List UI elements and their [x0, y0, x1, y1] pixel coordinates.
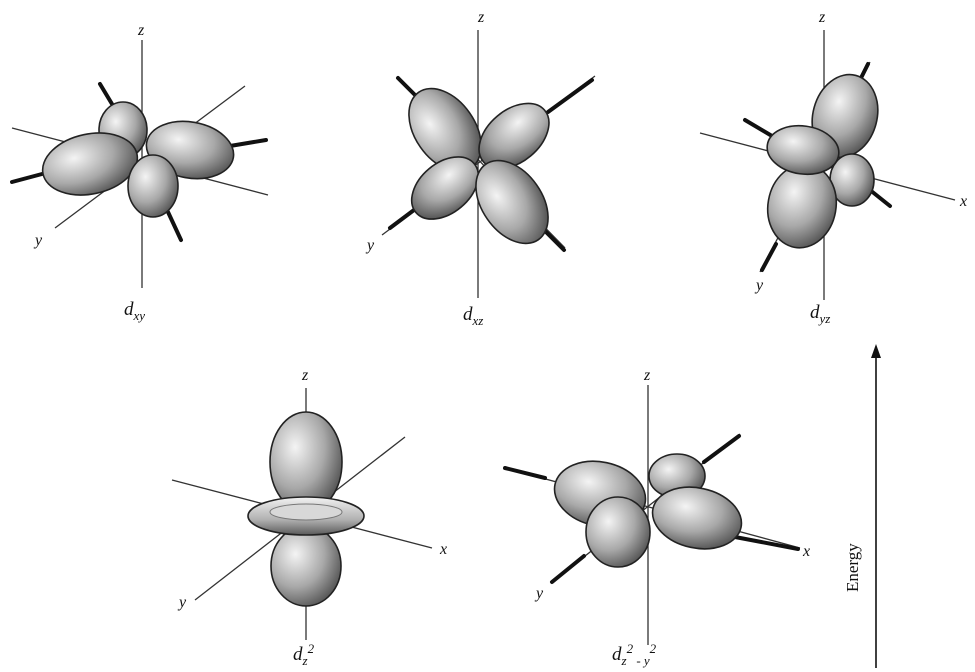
axis-stub	[743, 118, 774, 138]
orbital-label-dxy: dxy	[124, 299, 145, 323]
z-axis-label: z	[477, 9, 485, 26]
orbital-dx2-y2: z y x dz2 - y2	[503, 367, 810, 668]
energy-label: Energy	[843, 543, 862, 592]
axis-stub	[10, 172, 44, 184]
torus-inner	[269, 503, 343, 521]
y-axis-label: y	[534, 585, 544, 602]
energy-arrow: Energy	[843, 344, 881, 668]
z-axis-label: z	[137, 22, 145, 39]
lobe	[270, 525, 342, 607]
z-axis-label: z	[643, 367, 651, 384]
lobe	[478, 102, 550, 170]
axis-stub	[228, 138, 268, 148]
orbital-dxz: z y dxz	[365, 9, 596, 328]
x-axis-label: x	[802, 543, 810, 560]
axis-stub	[702, 434, 741, 464]
x-axis-label: x	[439, 541, 447, 558]
lobe	[585, 496, 651, 568]
y-axis-label: y	[754, 277, 764, 294]
z-axis-label: z	[818, 9, 826, 26]
lobe	[410, 156, 480, 220]
lobe	[651, 486, 743, 550]
axis-stub	[98, 82, 114, 106]
y-axis-label: y	[177, 594, 187, 611]
axis-stub	[868, 188, 892, 208]
lobe	[41, 132, 139, 196]
orbital-dyz: z y x dyz	[699, 9, 967, 326]
axis-stub	[760, 242, 778, 272]
lobe	[475, 159, 549, 245]
z-axis-label: z	[301, 367, 309, 384]
axis-stub	[550, 554, 586, 584]
arrowhead-icon	[871, 344, 881, 358]
axis-stub	[733, 535, 800, 551]
orbital-dxy: z y dxy	[10, 22, 269, 323]
orbital-label-dyz: dyz	[810, 302, 830, 326]
axis-stub	[546, 78, 594, 114]
y-axis-label: y	[365, 237, 375, 254]
lobe	[766, 124, 840, 176]
orbital-label-dx2-y2: dz2 - y2	[612, 641, 657, 668]
orbital-label-dxz: dxz	[463, 304, 483, 328]
y-axis-label: y	[33, 232, 43, 249]
x-axis-label: x	[959, 193, 967, 210]
axis-stub	[503, 466, 547, 480]
axis-stub	[388, 208, 416, 230]
orbital-dz2: z y x dz2	[171, 367, 447, 668]
lobe	[127, 154, 179, 218]
axis-stub	[166, 210, 183, 242]
orbital-label-dz2: dz2	[293, 641, 315, 668]
